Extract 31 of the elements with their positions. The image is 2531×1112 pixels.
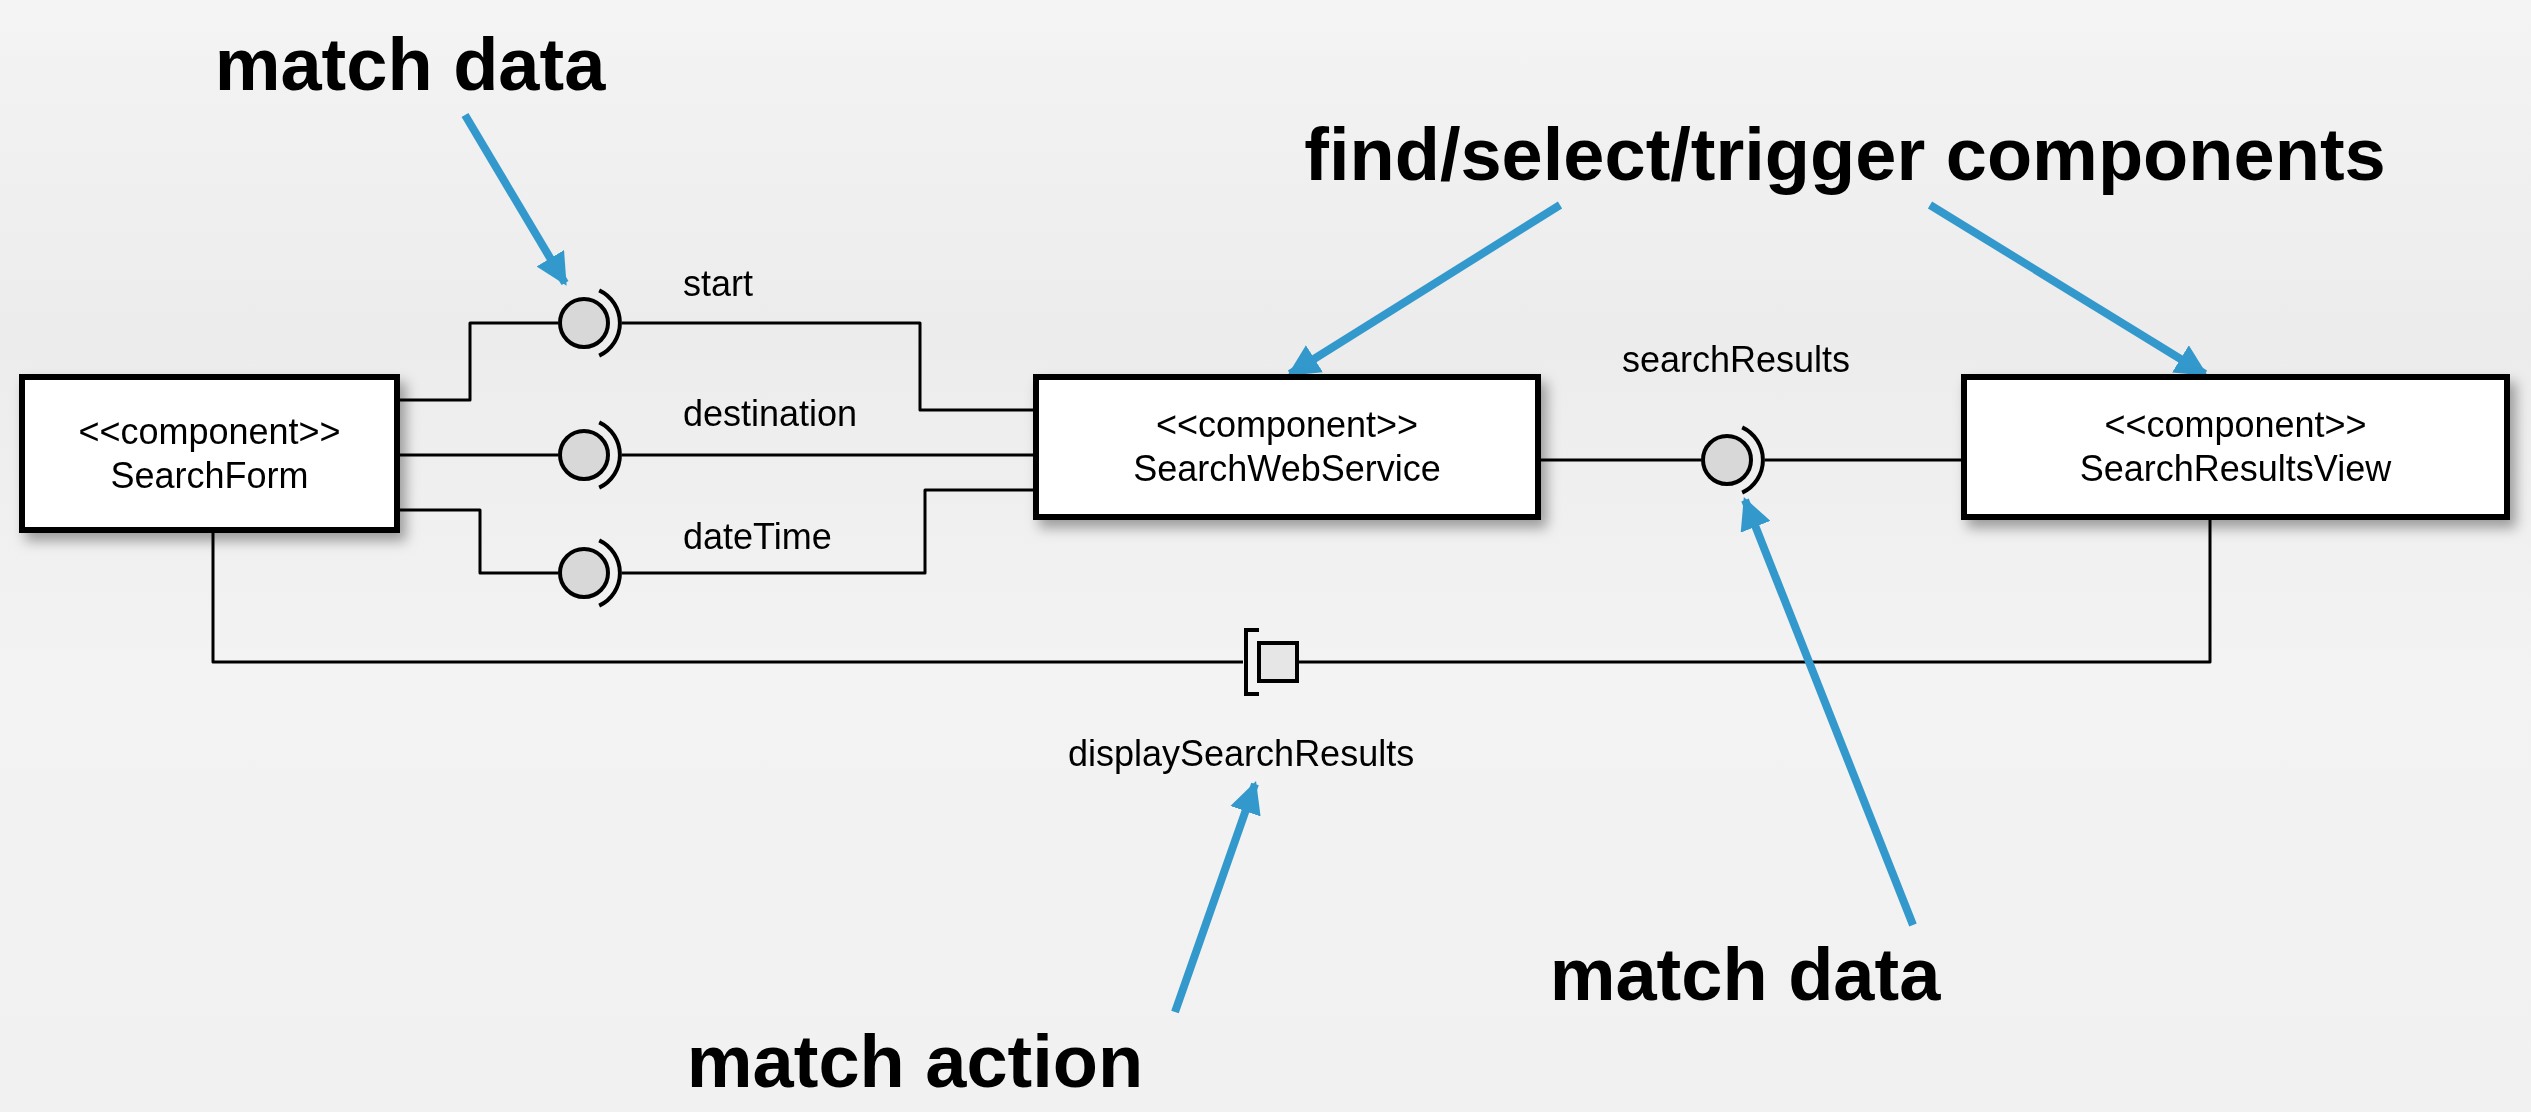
leader-arrow — [461, 112, 569, 286]
stereotype-text: <<component>> — [78, 409, 341, 454]
connector-line — [622, 453, 1033, 457]
component-name: SearchWebService — [1133, 447, 1441, 491]
interface-label: searchResults — [1622, 338, 1851, 382]
stereotype-text: <<component>> — [1155, 403, 1419, 447]
annotation-text: match data — [214, 22, 606, 108]
interface-label: start — [683, 262, 753, 306]
leader-arrow — [1740, 497, 1917, 927]
connector-line — [211, 533, 1243, 664]
interface-label: dateTime — [683, 515, 832, 559]
stereotype-text: <<component>> — [2104, 403, 2367, 447]
interface-label: destination — [683, 392, 858, 436]
connector-line — [400, 508, 558, 575]
component-box — [1961, 374, 2510, 520]
connector-line — [622, 488, 1033, 575]
component-box — [19, 374, 400, 533]
connector-line — [1541, 458, 1701, 462]
component-name: SearchResultsView — [2079, 447, 2392, 491]
component-box — [1033, 374, 1541, 520]
connector-line — [1765, 458, 1961, 462]
connector-line — [400, 321, 558, 402]
connector-line — [1299, 520, 2212, 664]
connector-line — [622, 321, 1033, 412]
annotation-text: match data — [1549, 932, 1941, 1018]
component-name: SearchForm — [110, 453, 309, 498]
annotation-text: find/select/trigger components — [1304, 112, 2386, 198]
connector-line — [400, 453, 558, 457]
port-label: displaySearchResults — [1068, 732, 1415, 776]
leader-arrow — [1171, 781, 1261, 1014]
annotation-text: match action — [686, 1019, 1144, 1105]
